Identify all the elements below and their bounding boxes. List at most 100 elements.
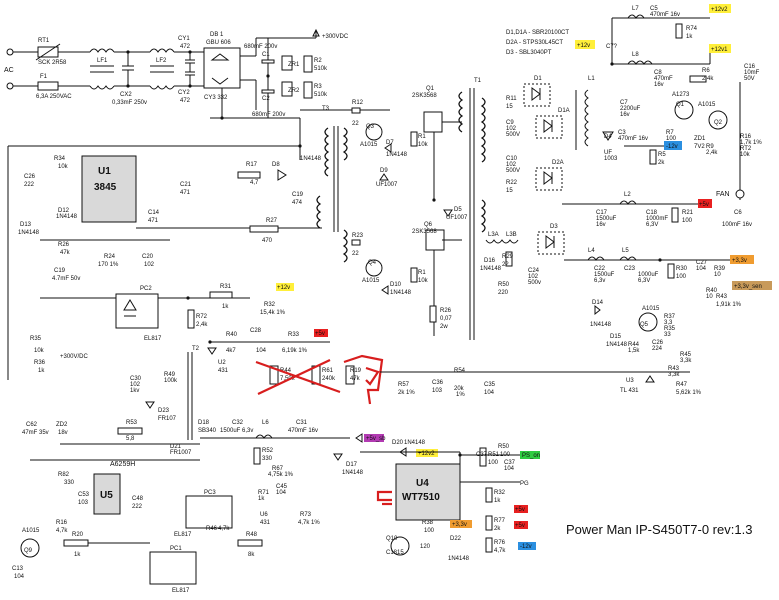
svg-text:A1015: A1015 <box>698 102 716 108</box>
svg-text:102: 102 <box>144 262 155 268</box>
svg-text:1kv: 1kv <box>130 388 139 394</box>
svg-text:L7: L7 <box>632 6 639 12</box>
svg-text:D20: D20 <box>392 440 404 446</box>
svg-text:102: 102 <box>130 382 141 388</box>
svg-text:2200uF: 2200uF <box>620 106 641 112</box>
d3-diode <box>537 231 565 255</box>
svg-text:UF1007: UF1007 <box>446 215 468 221</box>
svg-text:R22: R22 <box>506 180 518 186</box>
q1-mosfet <box>423 111 443 133</box>
svg-text:2w: 2w <box>440 324 448 330</box>
svg-text:PC1: PC1 <box>170 546 182 552</box>
svg-text:R44: R44 <box>628 342 640 348</box>
svg-text:Q1: Q1 <box>676 102 685 108</box>
svg-text:R45: R45 <box>680 352 692 358</box>
svg-text:C26: C26 <box>24 174 36 180</box>
svg-text:1N4148: 1N4148 <box>18 230 40 236</box>
svg-text:470mF 16v: 470mF 16v <box>650 12 680 18</box>
tag-p5v-fb: +5v <box>315 331 325 337</box>
rail-tags: +12v2 +12v1 +12v -12v +5v +3,3v +3,3v_se… <box>575 4 772 290</box>
removed-divider-section: R44 7,50k R61 240k R19 47k R57 2k 1% C36… <box>255 354 520 405</box>
svg-text:R43: R43 <box>668 366 680 372</box>
svg-text:47k: 47k <box>350 376 361 382</box>
svg-text:Q6: Q6 <box>424 222 433 228</box>
svg-text:C27: C27 <box>696 260 708 266</box>
svg-text:D5: D5 <box>454 207 462 213</box>
svg-text:3,3k: 3,3k <box>668 372 680 378</box>
svg-text:18v: 18v <box>58 430 68 436</box>
r3-value: 510k <box>314 92 328 98</box>
svg-text:3,3k: 3,3k <box>680 358 692 364</box>
svg-text:10k: 10k <box>740 152 751 158</box>
tag-p3v3-sen: +3,3v_sen <box>734 284 762 290</box>
svg-text:4,7k: 4,7k <box>56 528 68 534</box>
svg-text:C26: C26 <box>652 340 664 346</box>
svg-text:T2: T2 <box>192 346 200 352</box>
f1-fuse <box>37 81 59 91</box>
svg-text:L3B: L3B <box>506 232 517 238</box>
svg-text:2k: 2k <box>494 526 501 532</box>
svg-text:D14: D14 <box>592 300 604 306</box>
svg-text:C5: C5 <box>650 6 658 12</box>
cy1-label: CY1 <box>178 36 190 42</box>
svg-text:C35: C35 <box>484 382 496 388</box>
svg-text:R61: R61 <box>322 368 334 374</box>
svg-text:104: 104 <box>484 390 495 396</box>
svg-text:C7: C7 <box>620 100 628 106</box>
svg-text:R16: R16 <box>740 134 752 140</box>
svg-text:R26: R26 <box>58 242 70 248</box>
u5-part: A6259H <box>110 461 135 468</box>
svg-text:100: 100 <box>666 136 677 142</box>
pc2-optocoupler <box>115 293 159 329</box>
svg-text:R1: R1 <box>418 134 426 140</box>
zr2-label: ZR2 <box>288 88 300 94</box>
standby-section: C30 102 1kv R49 100k D23 FR107 D21 FR100… <box>12 372 386 594</box>
u4-supervisor-section: U4 WT7510 D20 1N4148 +12v2 R51 100 R50 1… <box>360 440 540 562</box>
t1-label: T1 <box>474 78 482 84</box>
svg-text:33: 33 <box>664 332 671 338</box>
svg-text:1N4148: 1N4148 <box>480 266 502 272</box>
svg-text:Q3: Q3 <box>366 124 375 130</box>
u4-part: WT7510 <box>402 492 440 503</box>
svg-text:C6: C6 <box>734 210 742 216</box>
svg-text:2,4k: 2,4k <box>702 76 714 82</box>
svg-text:170 1%: 170 1% <box>98 262 119 268</box>
tag-p12v2-u4: +12v2 <box>418 451 435 457</box>
svg-text:222: 222 <box>132 504 143 510</box>
svg-text:D3: D3 <box>550 224 558 230</box>
svg-text:103: 103 <box>432 388 443 394</box>
svg-text:L1: L1 <box>588 76 595 82</box>
svg-text:D1A: D1A <box>558 108 570 114</box>
db1-label: DB 1 <box>210 32 224 38</box>
d1-diode <box>523 83 551 107</box>
svg-text:A1273: A1273 <box>672 92 690 98</box>
svg-text:100: 100 <box>676 274 687 280</box>
svg-text:1k: 1k <box>494 498 501 504</box>
svg-text:1500uF: 1500uF <box>596 216 617 222</box>
svg-text:R50: R50 <box>498 444 510 450</box>
svg-text:C24: C24 <box>528 268 540 274</box>
svg-text:R31: R31 <box>220 284 232 290</box>
tag-p3v3-u4: +3,3v <box>452 522 467 528</box>
svg-text:R57: R57 <box>398 382 410 388</box>
svg-text:474: 474 <box>292 200 303 206</box>
svg-text:D23: D23 <box>158 408 170 414</box>
c1-value: 680mF 200v <box>244 44 277 50</box>
svg-text:220: 220 <box>498 290 509 296</box>
svg-text:500V: 500V <box>506 132 520 138</box>
legend-line-1: D1,D1A - SBR20100CT <box>506 30 569 36</box>
svg-text:R12: R12 <box>352 100 364 106</box>
svg-text:D13: D13 <box>20 222 32 228</box>
svg-text:15,4k 1%: 15,4k 1% <box>260 310 286 316</box>
tag-p5v-u4: +5v <box>515 507 525 513</box>
svg-text:R24: R24 <box>104 254 116 260</box>
svg-text:L5: L5 <box>622 248 629 254</box>
svg-text:1N4148: 1N4148 <box>300 156 322 162</box>
svg-text:4k7: 4k7 <box>226 348 236 354</box>
svg-text:C28: C28 <box>250 328 262 334</box>
svg-text:R30: R30 <box>676 266 688 272</box>
svg-text:R16: R16 <box>56 520 68 526</box>
cy2-label: CY2 <box>178 90 190 96</box>
svg-text:100: 100 <box>488 460 499 466</box>
secondary-section: L7 C5 470mF 16v R74 1k C7? L8 C8 470mF 1… <box>480 6 762 396</box>
